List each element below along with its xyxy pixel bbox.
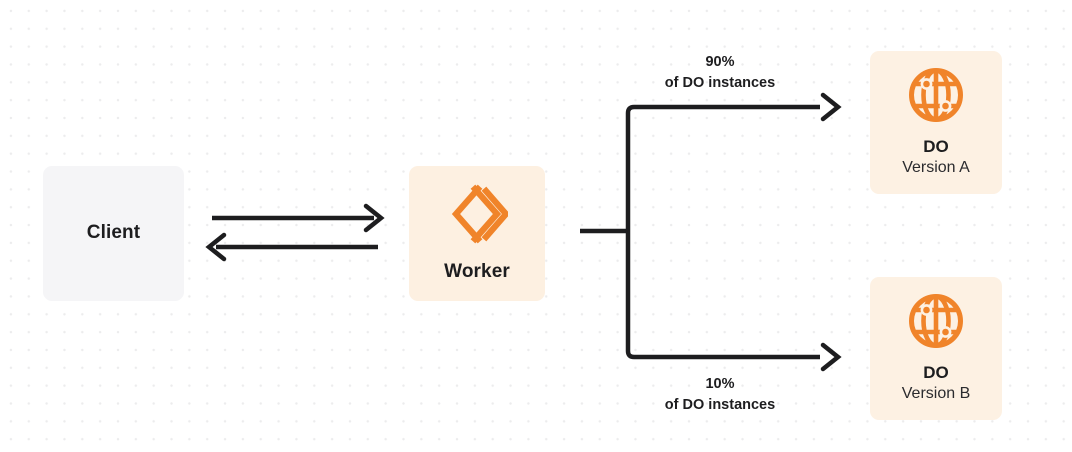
node-worker-label: Worker xyxy=(444,261,510,283)
node-do-a-sublabel: Version A xyxy=(902,159,970,177)
arrow-worker-to-client xyxy=(205,232,378,262)
node-do-version-a: DO Version A xyxy=(870,51,1002,194)
node-do-a-label: DO xyxy=(923,136,949,156)
node-worker: Worker xyxy=(409,166,545,301)
edge-label-do-a: 90% of DO instances xyxy=(610,52,830,94)
arrowhead-to-do-a xyxy=(820,92,842,122)
node-client: Client xyxy=(43,166,184,301)
edge-label-do-b-percent: 10% xyxy=(705,376,735,392)
node-do-version-b: DO Version B xyxy=(870,277,1002,420)
node-do-b-label: DO xyxy=(923,362,949,382)
node-do-b-sublabel: Version B xyxy=(901,385,971,403)
edge-label-do-b-text: of DO instances xyxy=(664,397,776,414)
globe-icon xyxy=(907,66,965,124)
globe-icon xyxy=(907,292,965,350)
edge-label-do-a-text: of DO instances xyxy=(664,75,776,92)
edge-label-do-b: 10% of DO instances xyxy=(610,374,830,416)
split-connector-trunk xyxy=(580,104,820,360)
cloudflare-workers-icon xyxy=(446,183,511,245)
edge-label-do-a-percent: 90% xyxy=(705,54,735,70)
arrowhead-to-do-b xyxy=(820,342,842,372)
arrow-client-to-worker xyxy=(212,203,385,233)
node-client-label: Client xyxy=(86,222,141,244)
